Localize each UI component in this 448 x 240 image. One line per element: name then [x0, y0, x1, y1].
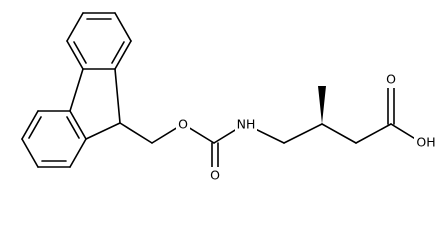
acid-carbonyl-oxygen-label: O — [386, 72, 396, 87]
bond — [21, 110, 39, 140]
bond — [66, 12, 84, 42]
amide-nh-label: NH — [237, 117, 256, 132]
bond — [119, 122, 153, 144]
fluorene-lower-benzene-ring — [21, 110, 87, 168]
acid-hydroxyl-label: OH — [416, 135, 435, 150]
bond — [283, 123, 323, 144]
bond — [69, 138, 87, 168]
bond — [114, 68, 121, 124]
bond — [21, 138, 39, 168]
bond — [66, 40, 84, 70]
stereo-wedge-methyl — [318, 86, 326, 124]
ether-oxygen-label: O — [178, 117, 188, 132]
aromatic-double-bond — [73, 41, 87, 64]
aromatic-double-bond — [66, 116, 80, 139]
aromatic-double-bond — [28, 116, 42, 139]
chemical-structure-diagram: O O NH O OH — [21, 12, 440, 183]
butanoic-acid-chain — [244, 85, 423, 144]
structure-canvas: O O NH O OH — [21, 12, 440, 183]
aromatic-double-bond — [111, 41, 125, 64]
fluorene-upper-benzene-ring — [66, 12, 132, 70]
carbonyl-oxygen-label: O — [210, 168, 220, 183]
bond — [114, 40, 132, 70]
bond — [69, 110, 87, 140]
fluorene-five-membered-ring — [69, 68, 121, 140]
bond — [69, 68, 84, 112]
bond — [114, 12, 132, 42]
bond — [321, 123, 357, 144]
atom-labels: O O NH O OH — [176, 71, 440, 183]
bond — [355, 123, 392, 144]
bond — [85, 122, 121, 140]
